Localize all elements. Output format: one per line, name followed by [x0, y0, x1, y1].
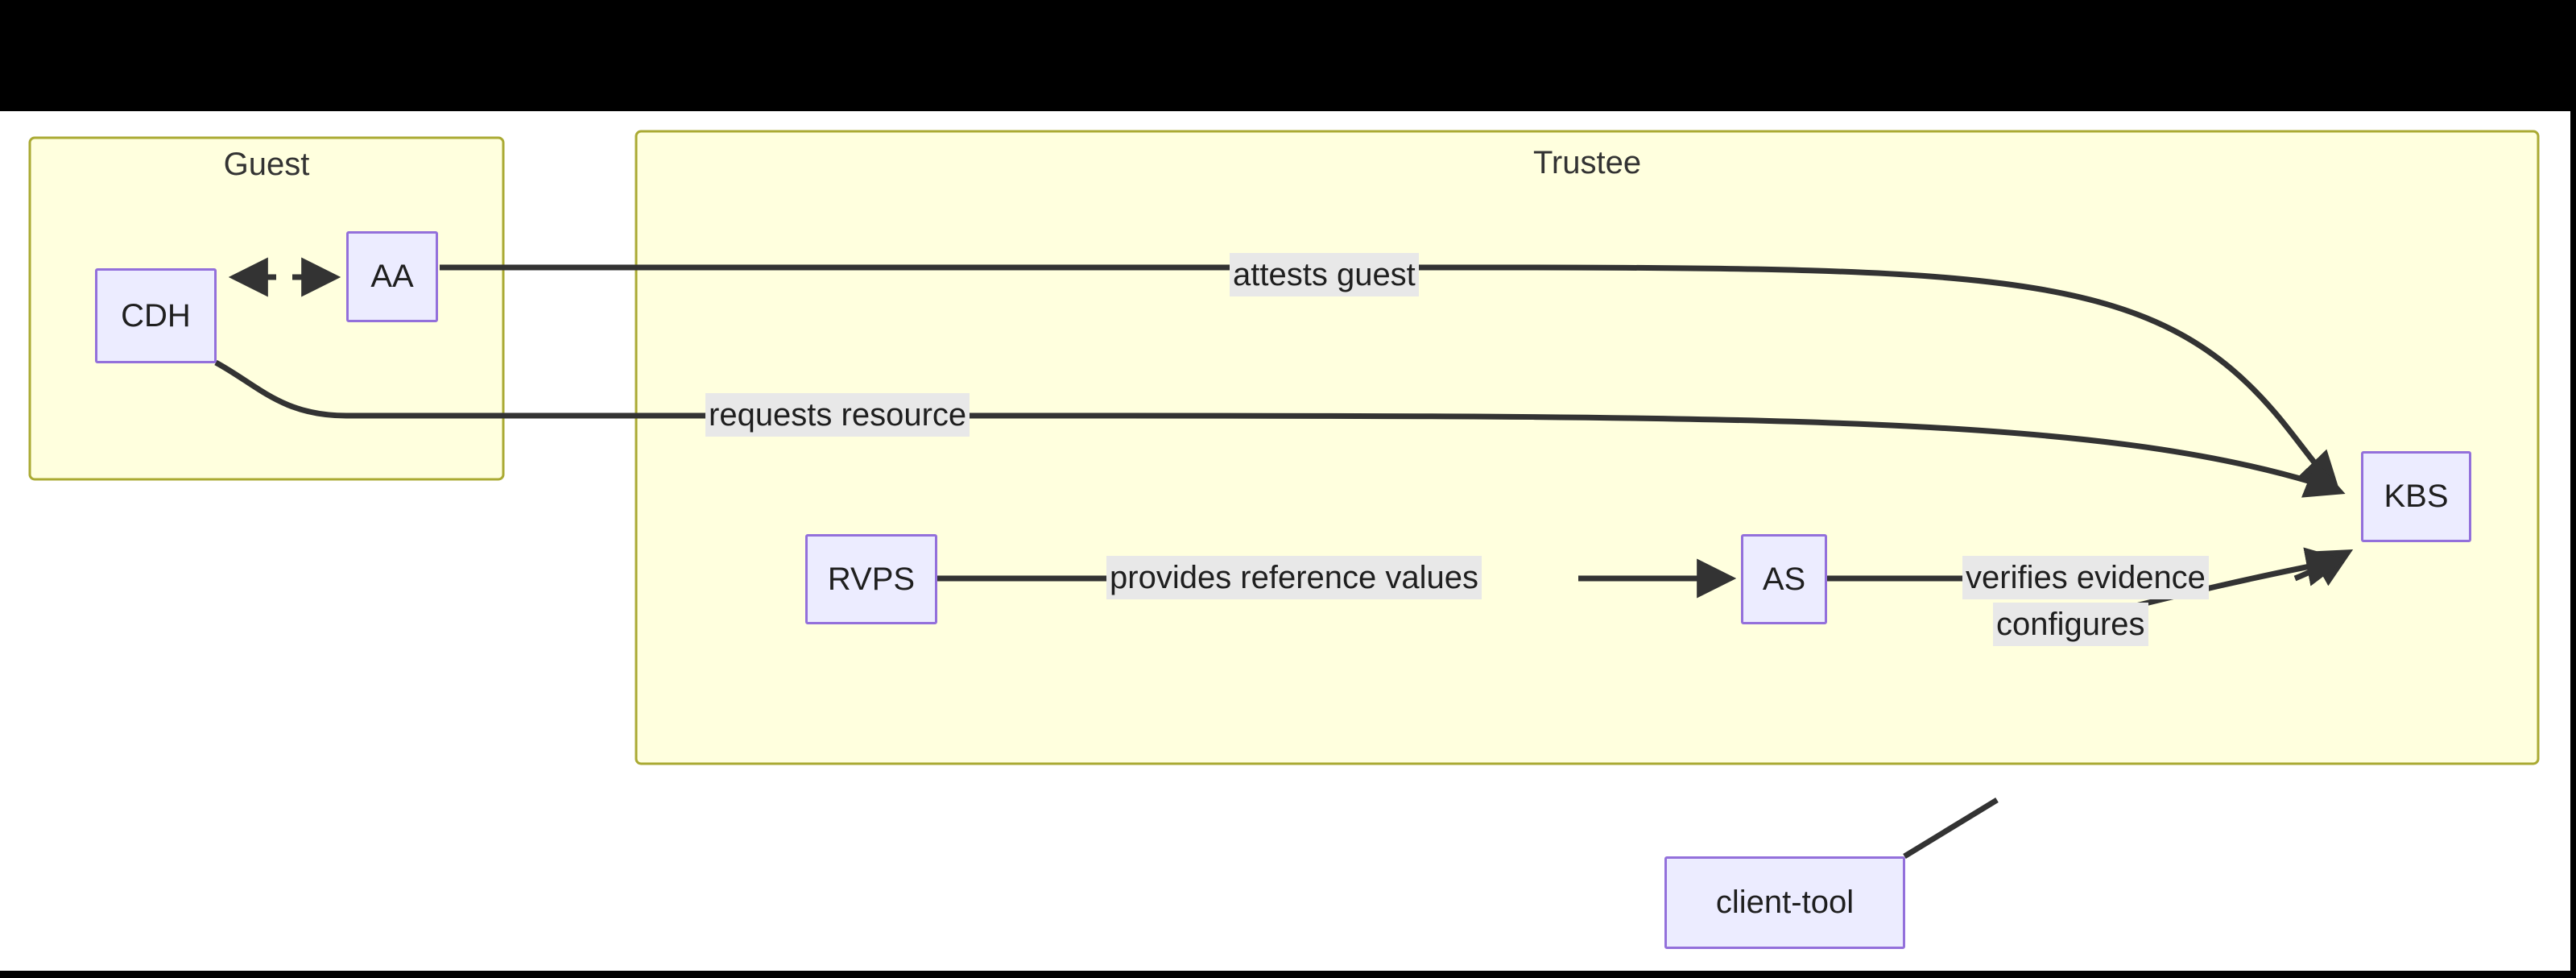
edge-cdh-kbs: [214, 359, 2346, 498]
node-label-as: AS: [1762, 561, 1806, 597]
node-kbs[interactable]: KBS: [2361, 451, 2471, 542]
edge-label-provides-reference-values: provides reference values: [1106, 556, 1482, 599]
cluster-rect-trustee: [635, 130, 2540, 765]
node-label-client-tool: client-tool: [1715, 885, 1854, 920]
node-as[interactable]: AS: [1741, 534, 1827, 624]
diagram-viewport: KBS : attests guest --> KBS : requests r…: [0, 111, 2570, 971]
node-rvps[interactable]: RVPS: [805, 534, 937, 624]
edge-label-attests-guest: attests guest: [1230, 253, 1419, 296]
cluster-title-guest: Guest: [223, 147, 310, 182]
node-aa[interactable]: AA: [346, 231, 438, 322]
node-label-kbs: KBS: [2384, 479, 2449, 514]
cluster-title-trustee: Trustee: [1532, 145, 1642, 180]
node-client-tool[interactable]: client-tool: [1664, 856, 1905, 949]
node-label-aa: AA: [370, 259, 414, 294]
edge-label-verifies-evidence: verifies evidence: [1962, 556, 2209, 599]
node-cdh[interactable]: CDH: [95, 268, 217, 363]
edge-aa-kbs: [440, 264, 2340, 491]
node-label-rvps: RVPS: [827, 561, 916, 597]
edge-label-configures: configures: [1993, 603, 2148, 646]
cluster-rect-guest: [28, 136, 505, 481]
edge-label-requests-resource: requests resource: [705, 393, 970, 437]
node-label-cdh: CDH: [121, 297, 191, 334]
